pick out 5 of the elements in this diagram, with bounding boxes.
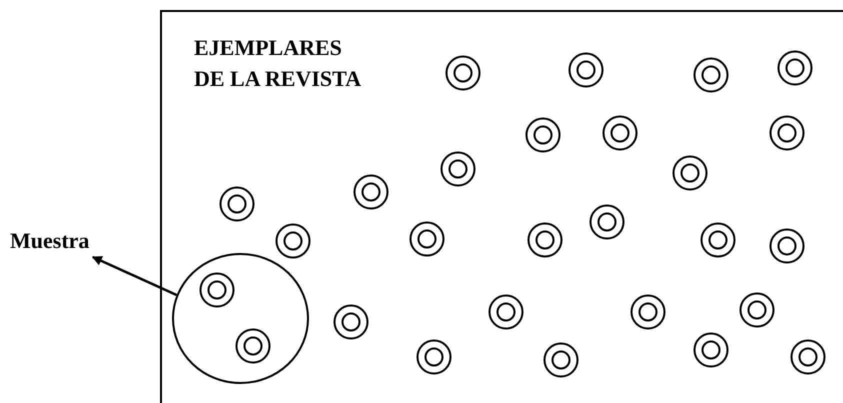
sample-label: Muestra [10, 225, 130, 257]
heading: EJEMPLARES DE LA REVISTA [194, 34, 362, 93]
sample-circle [172, 253, 309, 384]
population-box [160, 10, 843, 403]
arrow [92, 256, 178, 296]
